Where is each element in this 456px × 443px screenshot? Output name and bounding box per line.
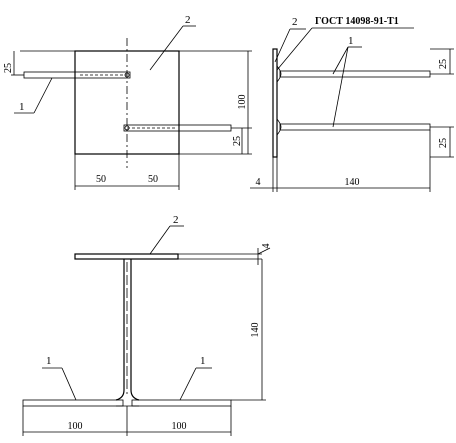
bottom-label-plate: 2 <box>173 214 179 226</box>
bottom-flange-left <box>22 399 124 407</box>
side-plate <box>272 48 278 158</box>
bottom-dim-thickness: 4 <box>261 244 272 249</box>
front-anchor-upper-head <box>124 72 130 78</box>
front-view: 25 100 25 50 50 1 2 <box>3 14 252 190</box>
front-dim-half-left: 50 <box>96 174 106 185</box>
front-dim-height: 100 <box>237 95 248 110</box>
bottom-dim-left: 100 <box>68 421 83 432</box>
bottom-dim-height: 140 <box>250 323 261 338</box>
side-leader-1-a <box>332 46 349 75</box>
bottom-web-left <box>115 259 125 401</box>
bottom-flange-right <box>131 399 232 407</box>
side-weld-lower <box>276 118 282 136</box>
side-dim-bottom-offset: 25 <box>438 138 449 148</box>
bottom-label-anchor-left: 1 <box>46 355 52 367</box>
bottom-label-anchor-right: 1 <box>200 355 206 367</box>
front-leader-2 <box>149 25 184 71</box>
front-label-anchor: 1 <box>19 101 25 113</box>
front-anchor-upper <box>23 71 131 79</box>
bottom-dim-right: 100 <box>172 421 187 432</box>
side-dim-plate-thickness: 4 <box>256 177 261 188</box>
side-dim-length: 140 <box>345 177 360 188</box>
front-label-plate: 2 <box>185 14 191 26</box>
bottom-plate <box>74 253 179 260</box>
side-anchor-upper <box>279 70 431 78</box>
side-leader-1-b <box>332 46 349 128</box>
bottom-view: 4 140 100 100 2 1 1 <box>22 214 272 436</box>
side-leader-gost <box>276 27 313 71</box>
side-leader-2 <box>274 28 291 63</box>
side-view: 25 25 4 140 2 ГОСТ 14098-91-Т1 1 <box>250 16 454 192</box>
front-dim-top-offset: 25 <box>3 63 14 73</box>
bottom-leader-1-right <box>179 367 197 401</box>
side-weld-upper <box>276 65 282 83</box>
bottom-web-right <box>130 259 140 401</box>
front-anchor-lower <box>123 124 232 132</box>
bottom-leader-2 <box>149 225 171 255</box>
side-dim-top-offset: 25 <box>438 59 449 69</box>
front-anchor-lower-head <box>124 125 130 131</box>
front-leader-1 <box>33 77 53 114</box>
side-label-plate: 2 <box>292 16 298 28</box>
bottom-leader-1-left <box>61 367 77 401</box>
side-anchor-lower <box>279 123 431 131</box>
front-dim-half-right: 50 <box>148 174 158 185</box>
side-label-anchor: 1 <box>348 35 354 47</box>
bottom-dim-thickness-leader <box>257 247 271 255</box>
gost-standard-label: ГОСТ 14098-91-Т1 <box>315 16 399 27</box>
front-dim-bottom-offset: 25 <box>232 136 243 146</box>
